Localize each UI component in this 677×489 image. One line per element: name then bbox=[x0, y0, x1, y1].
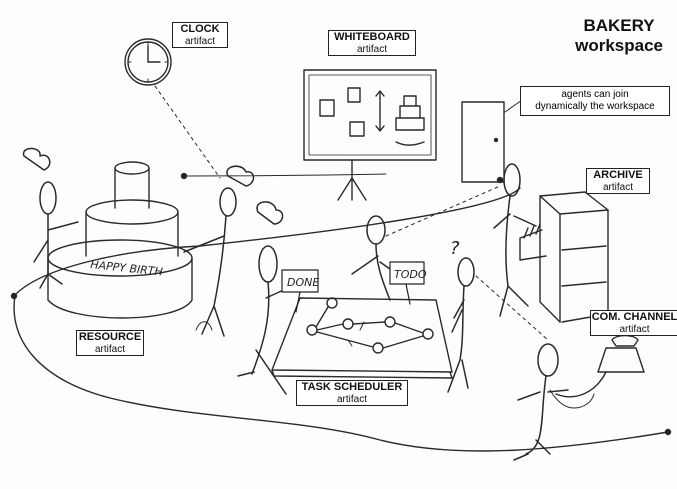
resource-label-name: RESOURCE bbox=[77, 331, 143, 344]
task-scheduler-label-kind: artifact bbox=[297, 394, 407, 406]
title-line1: BAKERY bbox=[575, 16, 663, 36]
com-channel-label-name: COM. CHANNEL bbox=[591, 311, 677, 324]
whiteboard-label-name: WHITEBOARD bbox=[329, 31, 415, 44]
task-scheduler-board bbox=[272, 298, 452, 378]
title-line2: workspace bbox=[575, 36, 663, 56]
archive-cabinet-icon bbox=[520, 192, 608, 322]
whiteboard-label-kind: artifact bbox=[329, 44, 415, 56]
door-icon bbox=[462, 102, 504, 182]
whiteboard-icon bbox=[304, 70, 436, 200]
clock-label-name: CLOCK bbox=[173, 23, 227, 36]
clock-label-kind: artifact bbox=[173, 36, 227, 48]
clock-icon bbox=[125, 39, 171, 85]
task-scheduler-label: TASK SCHEDULER artifact bbox=[296, 380, 408, 406]
clock-label: CLOCK artifact bbox=[172, 22, 228, 48]
resource-label: RESOURCE artifact bbox=[76, 330, 144, 356]
question-mark: ? bbox=[450, 238, 460, 259]
archive-label-kind: artifact bbox=[587, 182, 649, 194]
archive-label-name: ARCHIVE bbox=[587, 169, 649, 182]
com-channel-label-kind: artifact bbox=[591, 324, 677, 336]
diagram-title: BAKERY workspace bbox=[575, 16, 663, 57]
resource-label-kind: artifact bbox=[77, 344, 143, 356]
done-sign-text: DONE bbox=[287, 276, 319, 289]
join-note-line2: dynamically the workspace bbox=[525, 101, 665, 113]
whiteboard-label: WHITEBOARD artifact bbox=[328, 30, 416, 56]
workspace-boundary bbox=[14, 188, 668, 451]
agent-figures bbox=[24, 149, 568, 461]
join-note: agents can join dynamically the workspac… bbox=[520, 86, 670, 116]
cake-icon bbox=[48, 162, 192, 318]
archive-label: ARCHIVE artifact bbox=[586, 168, 650, 194]
todo-sign-text: TODO bbox=[394, 268, 427, 281]
join-note-line1: agents can join bbox=[525, 89, 665, 101]
task-scheduler-label-name: TASK SCHEDULER bbox=[297, 381, 407, 394]
telephone-icon bbox=[550, 336, 644, 409]
com-channel-label: COM. CHANNEL artifact bbox=[590, 310, 677, 336]
